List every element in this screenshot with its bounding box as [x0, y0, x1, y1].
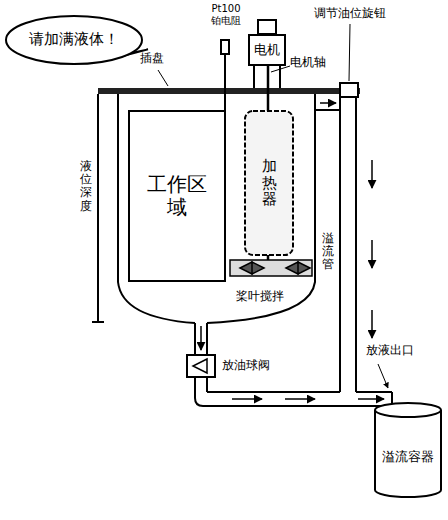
knob-label: 调节油位旋钮 [314, 7, 386, 21]
shaft-label: 电机轴 [290, 56, 326, 70]
stirrer-label: 桨叶搅拌 [236, 290, 284, 304]
depth-label: 液位深度 [80, 160, 92, 213]
valve-label: 放油球阀 [222, 359, 270, 373]
overflow-pipe-label: 溢流管 [322, 232, 334, 272]
probe-label: Pt100 铂电阻 [206, 3, 246, 26]
outlet-label: 放液出口 [366, 344, 414, 358]
node-text: 加热器 [262, 158, 277, 208]
paddle-stirrer [230, 260, 312, 276]
heater-box: 加热器 [244, 110, 294, 256]
node-text: 溢流容器 [382, 450, 434, 465]
work-area-box: 工作区域 [128, 110, 226, 282]
plate-label: 插盘 [140, 52, 164, 66]
node-text: 请加满液体！ [29, 31, 119, 48]
flow-arrows [201, 103, 404, 420]
depth-bracket [92, 94, 104, 322]
speech-bubble: 请加满液体！ [4, 14, 144, 66]
motor-box: 电机 [248, 34, 286, 66]
node-text: 电机 [254, 43, 280, 58]
overflow-container: 溢流容器 [374, 402, 442, 498]
overflow-pipe [315, 97, 356, 392]
drain-valve [187, 355, 215, 377]
node-text: 工作区域 [145, 173, 209, 219]
adjust-knob [340, 83, 358, 97]
tank-body [98, 88, 360, 355]
drain-pipe [195, 377, 392, 406]
